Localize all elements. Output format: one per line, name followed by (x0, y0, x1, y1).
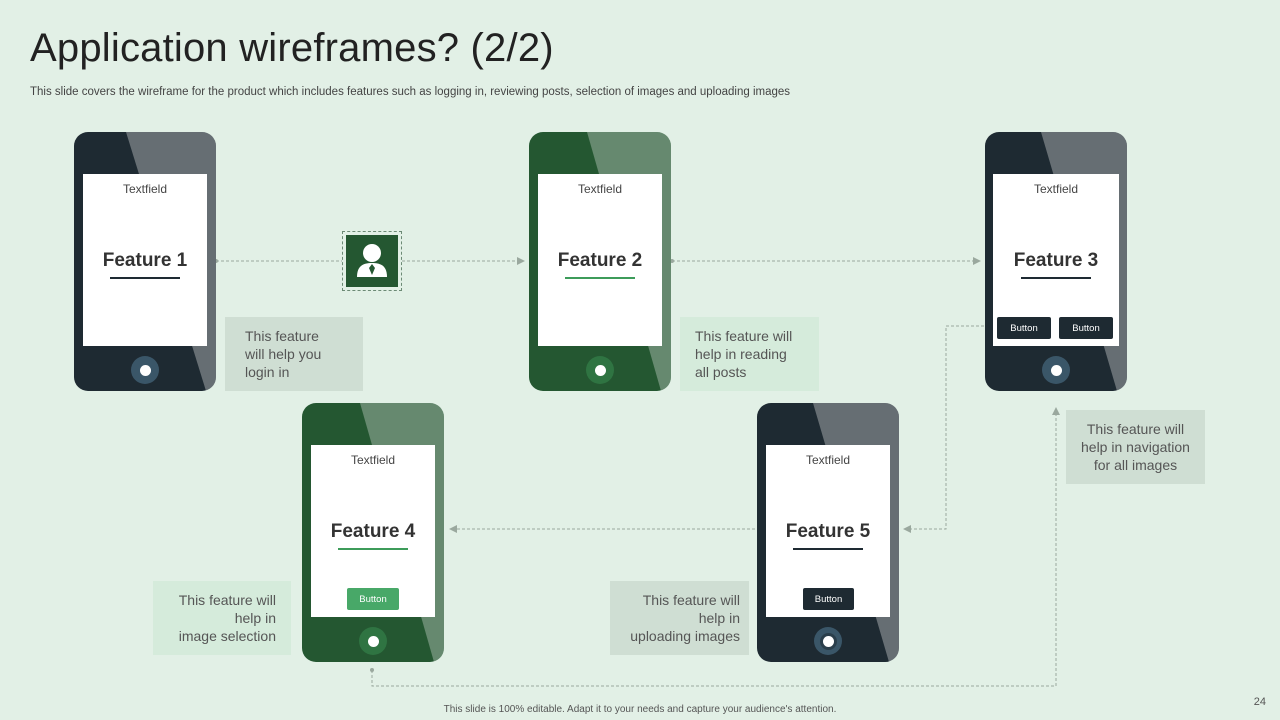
phone-screen: Textfield Feature 3 Button Button (993, 174, 1119, 346)
user-tie-icon (342, 231, 402, 291)
home-button-icon (586, 356, 614, 384)
home-button-icon (814, 627, 842, 655)
feature-title: Feature 1 (102, 250, 188, 271)
page-number: 24 (1253, 696, 1266, 708)
note-line: image selection (178, 628, 276, 644)
connector-f3-f5 (903, 325, 994, 533)
note-feature-4: This feature will help in image selectio… (153, 581, 291, 655)
textfield-label: Textfield (577, 182, 623, 196)
note-line: help in (234, 610, 276, 626)
note-line: This feature will (695, 328, 793, 344)
note-line: will help you (245, 346, 322, 362)
note-feature-5: This feature will help in uploading imag… (610, 581, 749, 655)
footer-text: This slide is 100% editable. Adapt it to… (443, 704, 837, 715)
note-line: This feature (245, 328, 319, 344)
phone-feature-5: Textfield Feature 5 Button (757, 403, 899, 662)
wireframe-button[interactable]: Button (347, 588, 399, 610)
phone-feature-1: Textfield Feature 1 (74, 132, 216, 391)
feature-title: Feature 2 (557, 250, 643, 271)
home-button-icon (359, 627, 387, 655)
wireframe-button[interactable]: Button (803, 588, 854, 610)
page-title: Application wireframes? (2/2) (30, 26, 554, 70)
phone-screen: Textfield Feature 5 Button (766, 445, 890, 617)
home-button-icon (131, 356, 159, 384)
note-line: for all images (1093, 457, 1178, 473)
note-feature-2: This feature will help in reading all po… (680, 317, 819, 391)
wireframe-button[interactable]: Button (997, 317, 1051, 339)
title-underline (338, 548, 408, 550)
note-feature-3: This feature will help in navigation for… (1066, 410, 1205, 484)
feature-title: Feature 4 (330, 521, 416, 542)
home-button-icon (1042, 356, 1070, 384)
textfield-label: Textfield (805, 453, 851, 467)
textfield-label: Textfield (350, 453, 396, 467)
phone-feature-4: Textfield Feature 4 Button (302, 403, 444, 662)
phone-feature-2: Textfield Feature 2 (529, 132, 671, 391)
note-line: help in navigation (1081, 439, 1190, 455)
note-line: login in (245, 364, 290, 380)
phone-screen: Textfield Feature 1 (83, 174, 207, 346)
title-underline (793, 548, 863, 550)
note-line: help in reading (695, 346, 787, 362)
title-underline (1021, 277, 1091, 279)
title-underline (565, 277, 635, 279)
note-line: This feature will (642, 592, 740, 608)
phone-feature-3: Textfield Feature 3 Button Button (985, 132, 1127, 391)
note-line: This feature will (1086, 421, 1185, 437)
wireframe-button[interactable]: Button (1059, 317, 1113, 339)
textfield-label: Textfield (122, 182, 168, 196)
note-line: This feature will (178, 592, 276, 608)
note-line: all posts (695, 364, 747, 380)
note-feature-1: This feature will help you login in (225, 317, 363, 391)
textfield-label: Textfield (1033, 182, 1079, 196)
note-line: uploading images (630, 628, 740, 644)
page-subtitle: This slide covers the wireframe for the … (30, 86, 791, 98)
phone-screen: Textfield Feature 4 Button (311, 445, 435, 617)
feature-title: Feature 3 (1013, 250, 1099, 271)
phone-screen: Textfield Feature 2 (538, 174, 662, 346)
note-line: help in (698, 610, 740, 626)
title-underline (110, 277, 180, 279)
feature-title: Feature 5 (785, 521, 871, 542)
